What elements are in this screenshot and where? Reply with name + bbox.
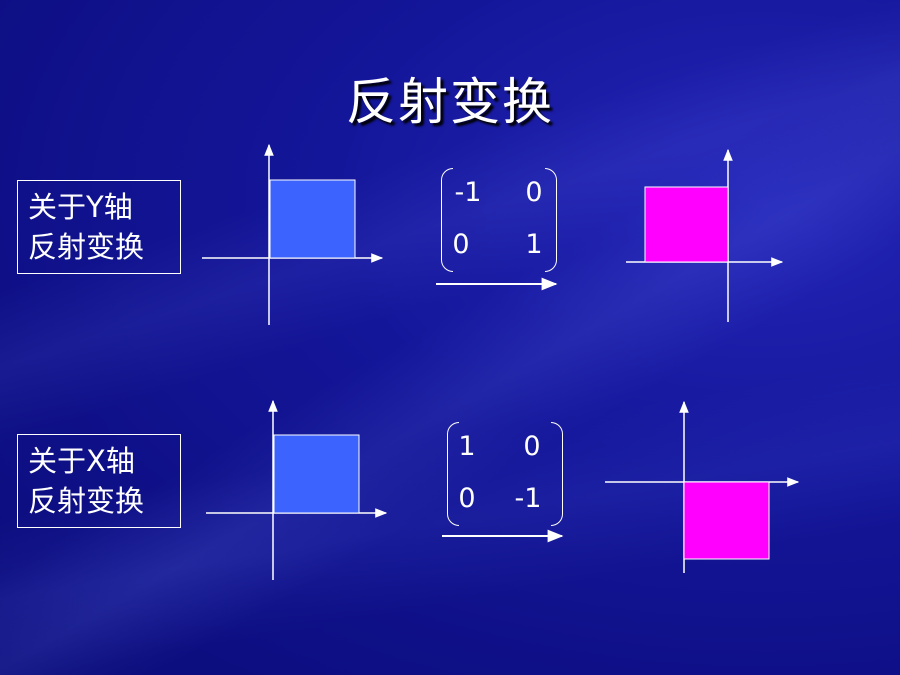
matrix-x-reflection: 1 0 0 -1 [447,422,563,526]
reflected-square-x [683,481,770,560]
label-y-line2: 反射变换 [28,230,145,264]
label-x-line1: 关于X轴 [28,444,135,478]
label-y-reflection: 关于Y轴 反射变换 [17,180,181,274]
label-x-reflection: 关于X轴 反射变换 [17,434,181,528]
matrix-cell: -1 [454,177,482,208]
original-square-y [269,179,356,259]
slide-title: 反射变换 [346,73,554,131]
label-y-line1: 关于Y轴 [28,190,133,224]
matrix-cell: 0 [458,483,476,514]
matrix-cell: -1 [514,483,542,514]
original-square-x [273,434,360,514]
matrix-cell: 0 [525,177,543,208]
label-x-line2: 反射变换 [28,484,145,518]
matrix-y-reflection: -1 0 0 1 [441,168,557,272]
matrix-cell: 0 [523,431,541,462]
reflected-square-y [644,186,729,263]
matrix-cell: 1 [458,431,476,462]
matrix-cell: 0 [452,229,470,260]
matrix-cell: 1 [525,229,543,260]
